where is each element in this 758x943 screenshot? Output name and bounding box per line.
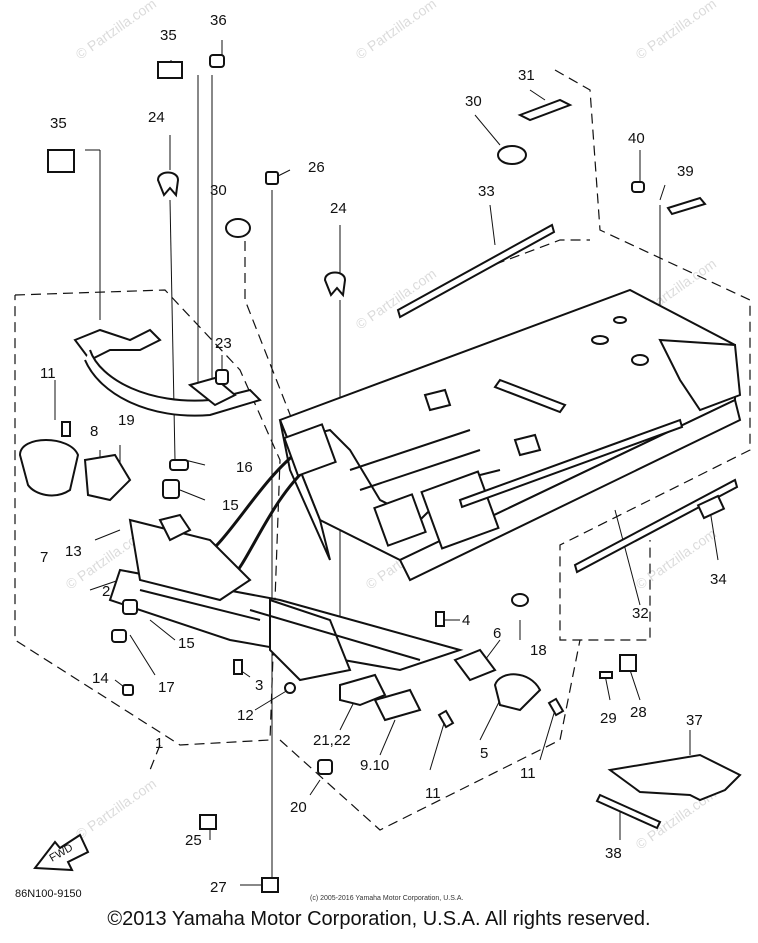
part-31 (517, 98, 573, 122)
callout-21-22: 21,22 (313, 732, 351, 749)
callout-5: 5 (480, 745, 488, 762)
footer-copyright: ©2013 Yamaha Motor Corporation, U.S.A. A… (107, 908, 651, 930)
part-6 (453, 648, 497, 682)
callout-38: 38 (605, 845, 622, 862)
bracket-19 (73, 328, 262, 417)
callout-3: 3 (255, 677, 263, 694)
callout-37: 37 (686, 712, 703, 729)
part-17 (111, 629, 127, 643)
callout-16: 16 (236, 459, 253, 476)
callout-28: 28 (630, 704, 647, 721)
callout-11: 11 (520, 765, 536, 782)
part-40 (631, 181, 645, 193)
part-21-22 (339, 673, 387, 707)
part-code: 86N100-9150 (15, 888, 82, 900)
callout-8: 8 (90, 423, 98, 440)
part-12 (284, 682, 296, 694)
callout-11: 11 (40, 365, 56, 382)
callout-26: 26 (308, 159, 325, 176)
callout-32: 32 (632, 605, 649, 622)
part-3 (233, 659, 243, 675)
part-36 (209, 54, 225, 68)
part-4 (435, 611, 445, 627)
part-13-bracket (158, 513, 192, 542)
part-34 (696, 494, 726, 520)
part-26 (265, 171, 279, 185)
part-30-top (497, 145, 527, 165)
part-14 (122, 684, 134, 696)
part-11-mid (437, 709, 455, 729)
callout-31: 31 (518, 67, 535, 84)
watermark: © Partzilla.com (353, 0, 439, 62)
callout-20: 20 (290, 799, 307, 816)
part-5 (493, 673, 542, 712)
callout-labels: 1 2 3 4 5 6 7 8 9.10 11 11 11 11 12 13 1… (40, 12, 727, 896)
part-37 (607, 753, 742, 802)
callout-35: 35 (50, 115, 67, 132)
part-25 (199, 814, 217, 830)
callout-19: 19 (118, 412, 135, 429)
watermark: © Partzilla.com (633, 0, 719, 62)
callout-9-10: 9.10 (360, 757, 389, 774)
watermark: © Partzilla.com (73, 0, 159, 62)
frame-exploded-view: © Partzilla.com © Partzilla.com © Partzi… (14, 0, 751, 902)
small-copyright: (c) 2005-2016 Yamaha Motor Corporation, … (310, 895, 463, 902)
callout-24: 24 (330, 200, 347, 217)
callout-2: 2 (102, 583, 110, 600)
callout-27: 27 (210, 879, 227, 896)
part-30-left (225, 218, 251, 238)
part-35-top (157, 61, 183, 79)
callout-17: 17 (158, 679, 175, 696)
part-18 (511, 593, 529, 607)
part-29 (599, 671, 613, 679)
callout-39: 39 (677, 163, 694, 180)
callout-33: 33 (478, 183, 495, 200)
callout-24: 24 (148, 109, 165, 126)
callout-14: 14 (92, 670, 109, 687)
callout-29: 29 (600, 710, 617, 727)
callout-18: 18 (530, 642, 547, 659)
callout-15: 15 (222, 497, 239, 514)
callout-12: 12 (237, 707, 254, 724)
callout-1: 1 (155, 735, 163, 752)
part-23 (215, 369, 229, 385)
callout-35: 35 (160, 27, 177, 44)
part-11-right (547, 697, 565, 717)
part-15-bottom (122, 599, 138, 615)
part-39 (666, 196, 707, 216)
callout-13: 13 (65, 543, 82, 560)
part-24-left (156, 171, 180, 198)
part-20 (317, 759, 333, 775)
callout-25: 25 (185, 832, 202, 849)
part-16 (169, 459, 189, 471)
callout-40: 40 (628, 130, 645, 147)
callout-30: 30 (465, 93, 482, 110)
callout-34: 34 (710, 571, 727, 588)
rails (396, 223, 739, 830)
part-7 (18, 439, 80, 497)
callout-11: 11 (425, 785, 441, 802)
part-9-10 (373, 688, 422, 722)
callout-36: 36 (210, 12, 227, 29)
part-28 (619, 654, 637, 672)
fwd-arrow: FWD (33, 833, 90, 872)
callout-23: 23 (215, 335, 232, 352)
part-15-top (162, 479, 180, 499)
watermark: © Partzilla.com (73, 775, 159, 842)
part-35-left (47, 149, 75, 173)
part-11-left (61, 421, 71, 437)
part-bracket-a (423, 388, 452, 412)
small-parts (18, 54, 742, 893)
callout-6: 6 (493, 625, 501, 642)
part-27 (261, 877, 279, 893)
part-bracket-b (513, 433, 542, 457)
callout-7: 7 (40, 549, 48, 566)
callout-4: 4 (462, 612, 470, 629)
callout-15: 15 (178, 635, 195, 652)
frame-body (108, 288, 742, 682)
callout-30: 30 (210, 182, 227, 199)
part-24-mid (323, 271, 347, 298)
part-8 (83, 453, 132, 502)
